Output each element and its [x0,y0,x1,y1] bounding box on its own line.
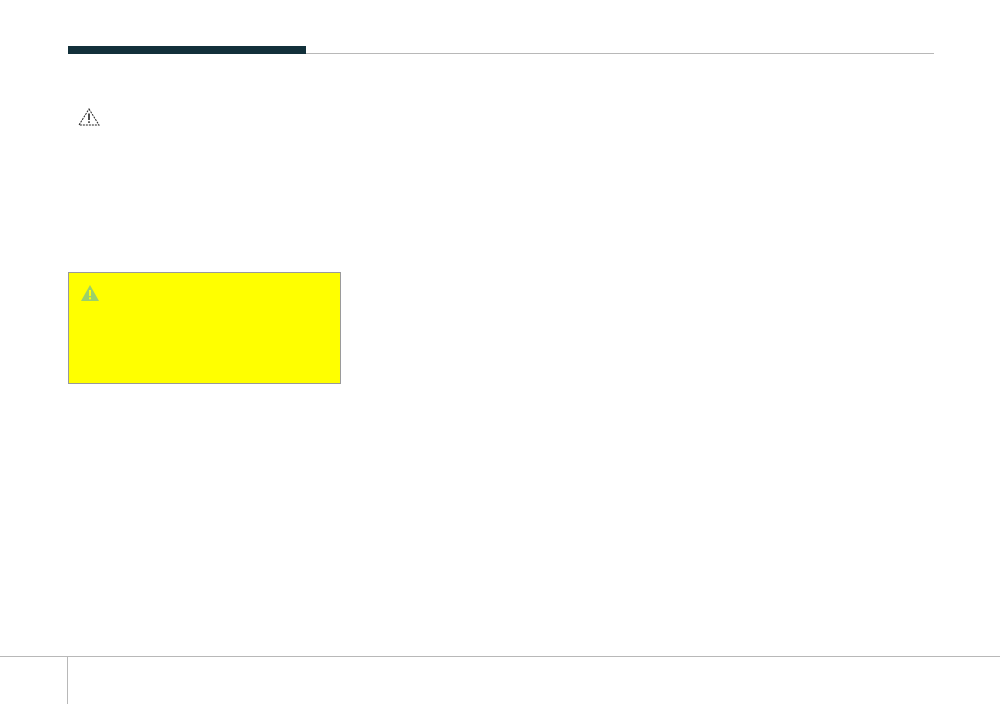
warning-box [68,272,341,384]
warning-triangle-icon [80,284,100,302]
alert-triangle-outline-icon [77,107,101,127]
header-accent-bar [68,46,306,54]
footer-divider [67,656,68,704]
header-rule [68,53,934,54]
footer-rule [0,656,1000,657]
